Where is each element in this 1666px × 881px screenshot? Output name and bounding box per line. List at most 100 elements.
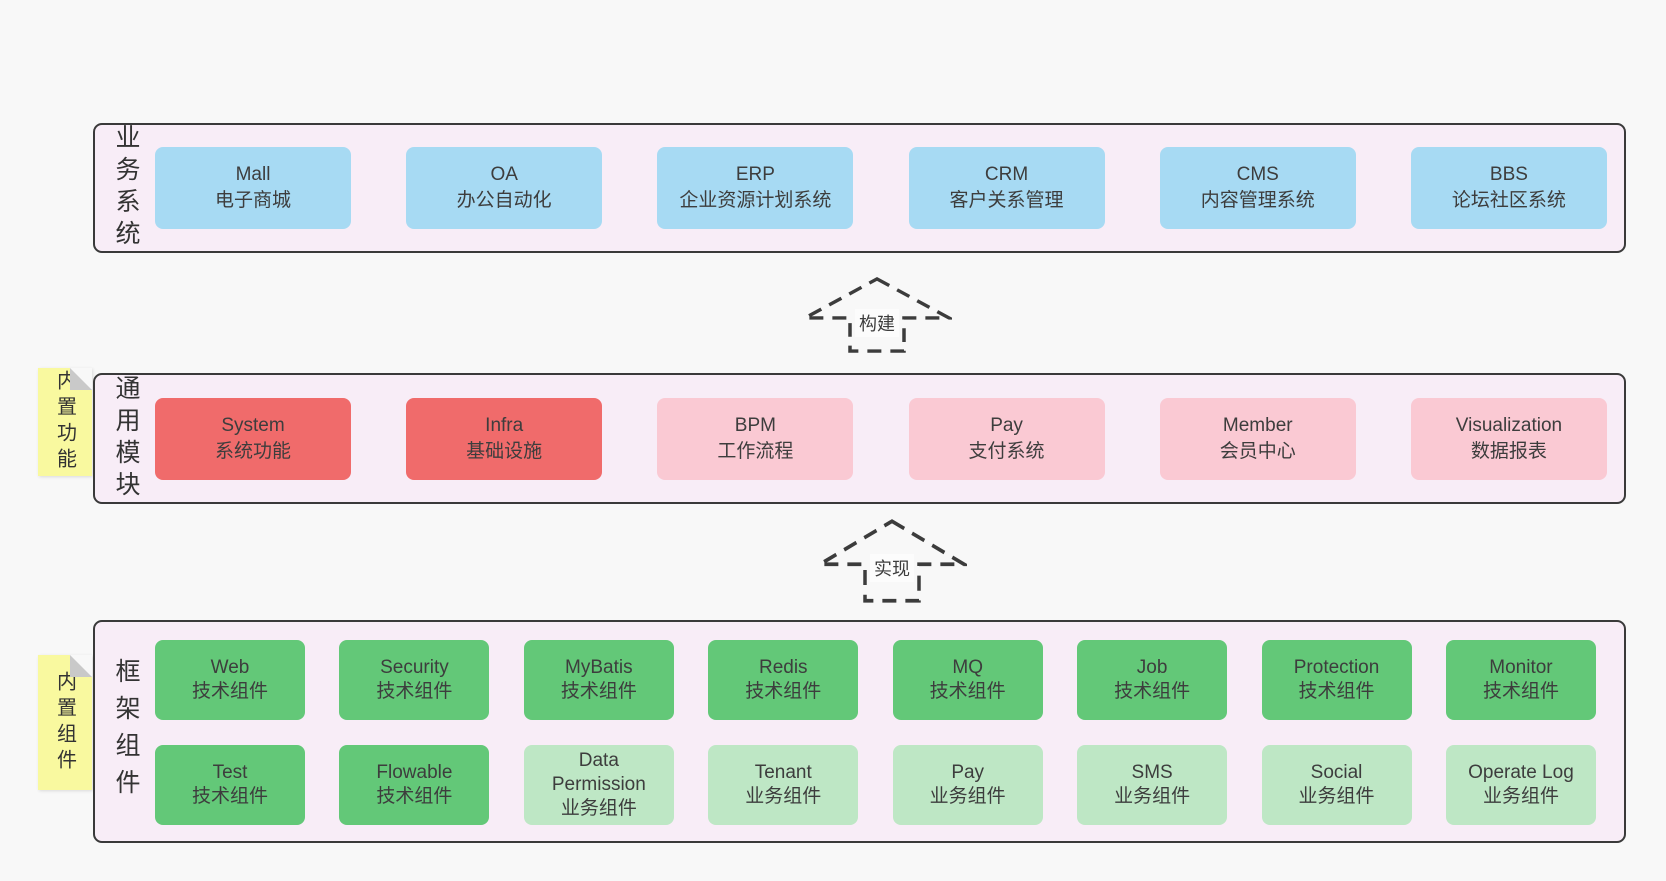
card-mq: MQ 技术组件 (892, 640, 1043, 720)
card-title: Visualization (1455, 414, 1563, 436)
card-tenant: Tenant 业务组件 (708, 745, 859, 825)
card-system: System 系统功能 (155, 397, 351, 480)
card-security: Security 技术组件 (339, 640, 490, 720)
card-web: Web 技术组件 (155, 640, 305, 720)
common-modules-label: 通用模块 (112, 374, 140, 503)
card-title: SMS (1131, 762, 1173, 783)
card-operate-log: Operate Log 业务组件 (1445, 745, 1596, 825)
card-protection: Protection 技术组件 (1261, 640, 1412, 720)
card-subtitle: 技术组件 (191, 786, 268, 807)
card-pay-module: Pay 支付系统 (908, 397, 1105, 480)
arrow-implement: 实现 (817, 518, 967, 604)
framework-components-label: 框架组件 (112, 657, 140, 806)
card-monitor: Monitor 技术组件 (1445, 640, 1596, 720)
card-subtitle: 内容管理系统 (1200, 190, 1315, 211)
sticky-note-text: 内置功能 (53, 370, 76, 474)
card-title: OA (490, 164, 518, 185)
arrow-implement-label: 实现 (870, 554, 914, 583)
card-title: Flowable (376, 762, 453, 783)
card-sms: SMS 业务组件 (1077, 745, 1228, 825)
card-title: Security (380, 657, 449, 678)
card-flowable: Flowable 技术组件 (339, 745, 490, 825)
card-bpm: BPM 工作流程 (657, 397, 854, 480)
card-subtitle: 技术组件 (1482, 681, 1559, 702)
card-subtitle: 论坛社区系统 (1451, 190, 1566, 211)
card-subtitle: 技术组件 (560, 681, 637, 702)
card-subtitle: 技术组件 (929, 681, 1006, 702)
card-subtitle: 系统功能 (214, 440, 291, 462)
sticky-note-text: 内置组件 (53, 670, 76, 775)
card-cms: CMS 内容管理系统 (1159, 147, 1356, 229)
card-social: Social 业务组件 (1261, 745, 1412, 825)
card-member: Member 会员中心 (1159, 397, 1356, 480)
card-title: Social (1310, 762, 1363, 783)
card-title: CRM (984, 164, 1029, 185)
card-erp: ERP 企业资源计划系统 (657, 147, 854, 229)
card-title: Data Permission (551, 750, 646, 795)
card-subtitle: 业务组件 (1482, 786, 1559, 807)
card-title: System (221, 414, 285, 436)
card-crm: CRM 客户关系管理 (908, 147, 1105, 229)
card-infra: Infra 基础设施 (406, 397, 603, 480)
card-subtitle: 企业资源计划系统 (679, 190, 832, 211)
card-subtitle: 支付系统 (968, 440, 1045, 462)
card-title: ERP (735, 164, 775, 185)
card-title: MyBatis (565, 657, 633, 678)
card-subtitle: 技术组件 (191, 681, 268, 702)
card-title: Web (210, 657, 250, 678)
card-test: Test 技术组件 (155, 745, 305, 825)
card-title: Redis (758, 657, 808, 678)
card-redis: Redis 技术组件 (708, 640, 859, 720)
arrow-build: 构建 (802, 276, 952, 354)
card-subtitle: 业务组件 (560, 798, 637, 819)
card-subtitle: 业务组件 (929, 786, 1006, 807)
sticky-note-built-in-components: 内置组件 (38, 655, 92, 790)
card-subtitle: 技术组件 (376, 786, 453, 807)
framework-components-row-2: Test 技术组件 Flowable 技术组件 Data Permission … (155, 745, 1596, 825)
up-arrow-dashed-icon (817, 519, 967, 603)
card-title: MQ (952, 657, 983, 678)
card-subtitle: 基础设施 (466, 440, 543, 462)
card-subtitle: 客户关系管理 (949, 190, 1064, 211)
card-subtitle: 电子商城 (214, 190, 291, 211)
card-data-permission: Data Permission 业务组件 (523, 745, 674, 825)
card-subtitle: 数据报表 (1470, 440, 1547, 462)
card-mybatis: MyBatis 技术组件 (523, 640, 674, 720)
arrow-build-label: 构建 (855, 308, 899, 337)
card-subtitle: 技术组件 (1298, 681, 1375, 702)
card-subtitle: 业务组件 (1298, 786, 1375, 807)
panel-common-modules: 通用模块 System 系统功能 Infra 基础设施 BPM 工作流程 Pay… (93, 373, 1626, 504)
up-arrow-dashed-icon (802, 276, 952, 353)
sticky-note-built-in-functions: 内置功能 (38, 368, 92, 476)
card-title: Pay (951, 762, 985, 783)
card-subtitle: 工作流程 (717, 440, 794, 462)
card-title: BPM (734, 414, 776, 436)
panel-business-systems: 业务系统 Mall 电子商城 OA 办公自动化 ERP 企业资源计划系统 CRM… (93, 123, 1626, 253)
card-title: CMS (1236, 164, 1279, 185)
card-subtitle: 技术组件 (745, 681, 822, 702)
card-subtitle: 业务组件 (1114, 786, 1191, 807)
card-subtitle: 办公自动化 (456, 190, 552, 211)
panel-framework-components: 框架组件 Web 技术组件 Security 技术组件 MyBatis 技术组件… (93, 620, 1626, 843)
card-title: Job (1136, 657, 1168, 678)
card-subtitle: 技术组件 (376, 681, 453, 702)
business-systems-label: 业务系统 (112, 124, 140, 252)
business-systems-row: Mall 电子商城 OA 办公自动化 ERP 企业资源计划系统 CRM 客户关系… (155, 147, 1607, 229)
card-oa: OA 办公自动化 (406, 147, 603, 229)
common-modules-row: System 系统功能 Infra 基础设施 BPM 工作流程 Pay 支付系统… (155, 397, 1607, 480)
card-title: Infra (485, 414, 524, 436)
card-subtitle: 技术组件 (1114, 681, 1191, 702)
framework-components-row-1: Web 技术组件 Security 技术组件 MyBatis 技术组件 Redi… (155, 640, 1596, 720)
card-bbs: BBS 论坛社区系统 (1410, 147, 1607, 229)
card-title: BBS (1489, 164, 1528, 185)
card-title: Monitor (1489, 657, 1553, 678)
card-title: Protection (1293, 657, 1380, 678)
card-subtitle: 会员中心 (1219, 440, 1296, 462)
card-title: Member (1222, 414, 1293, 436)
card-visualization: Visualization 数据报表 (1410, 397, 1607, 480)
card-job: Job 技术组件 (1077, 640, 1228, 720)
card-title: Pay (990, 414, 1023, 436)
card-mall: Mall 电子商城 (155, 147, 351, 229)
card-title: Operate Log (1468, 762, 1574, 783)
